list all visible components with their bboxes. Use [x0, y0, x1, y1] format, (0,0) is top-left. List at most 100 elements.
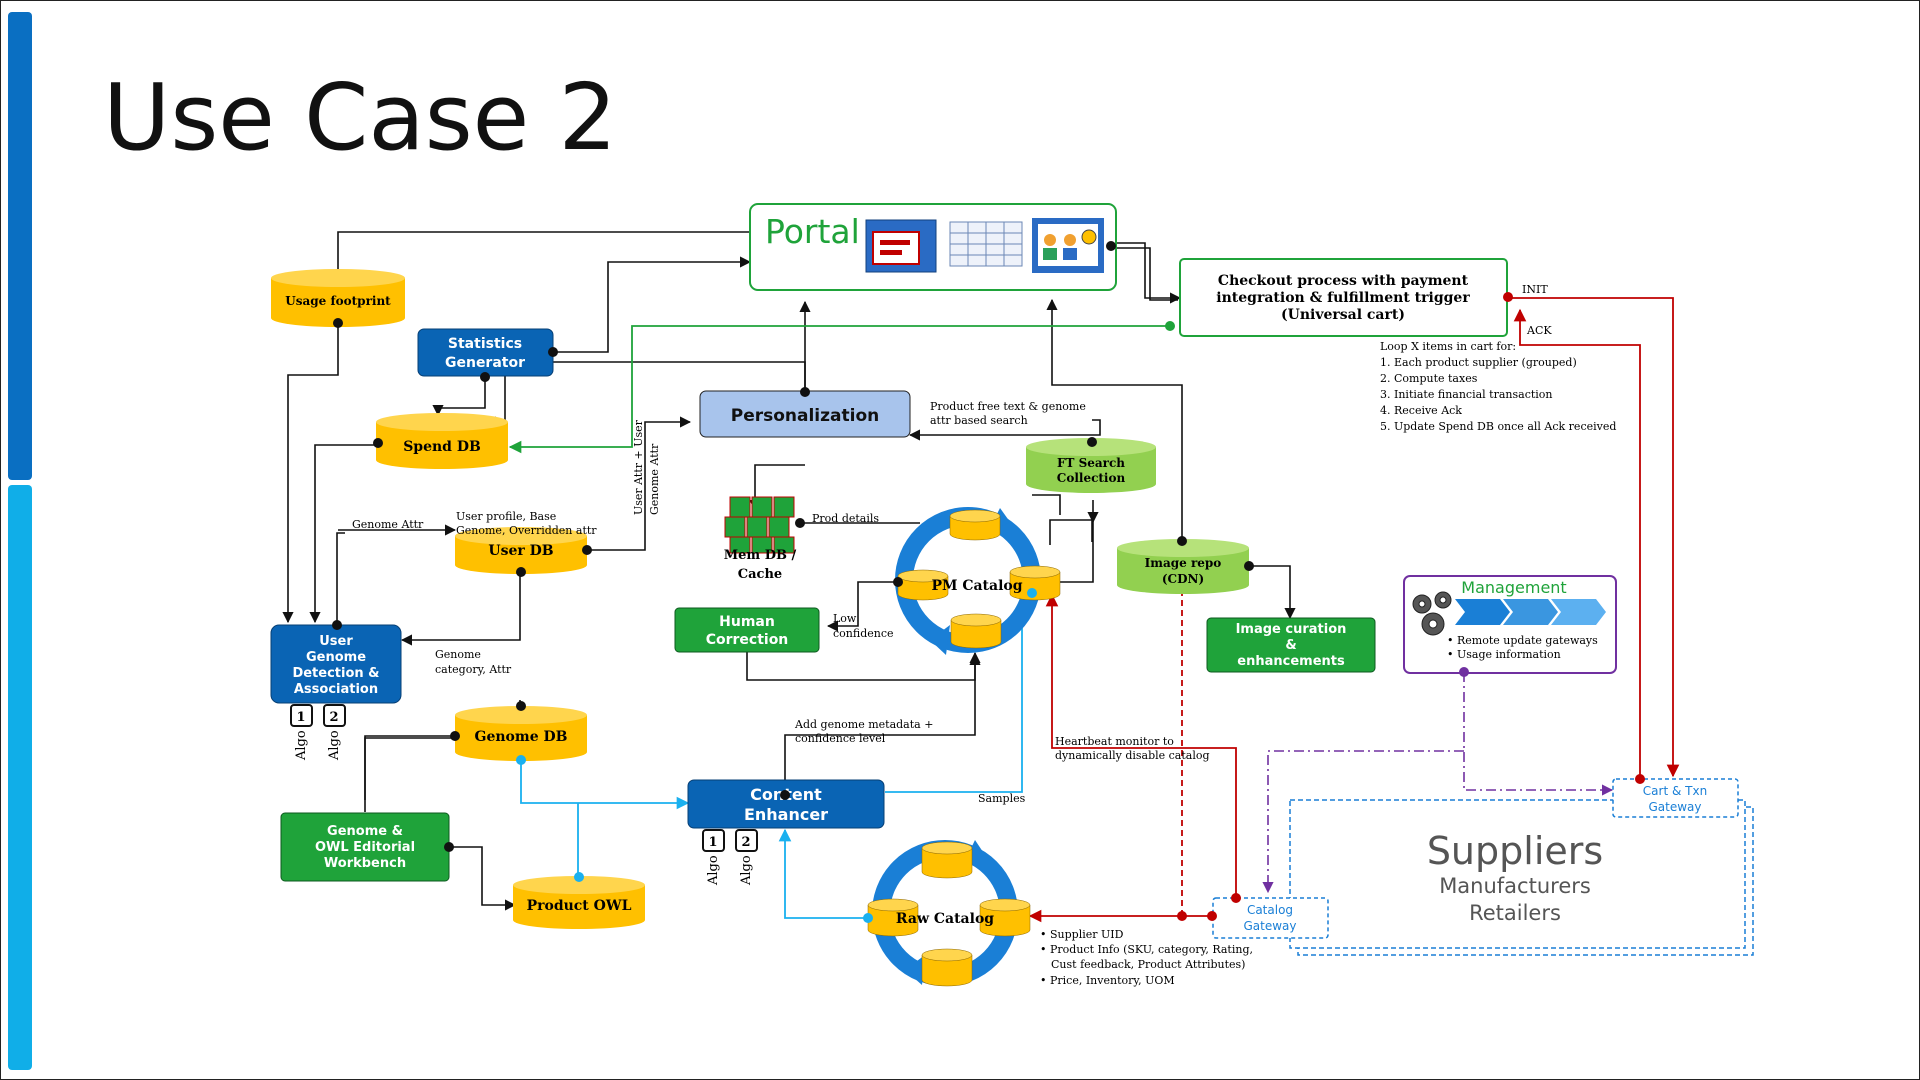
user-db-label: User DB: [488, 543, 553, 559]
portal-table-icon: [949, 221, 1023, 267]
catalog-gateway[interactable]: Catalog Gateway: [1177, 893, 1329, 939]
user-genome-label-3: Detection &: [292, 666, 379, 681]
svg-text:2. Compute taxes: 2. Compute taxes: [1380, 372, 1478, 385]
personalization-label: Personalization: [731, 406, 880, 426]
ft-search-collection-db[interactable]: FT Search Collection: [1026, 437, 1156, 493]
svg-text:Algo: Algo: [294, 730, 309, 761]
portal-browser-icon: [865, 219, 937, 273]
svg-text:1. Each product supplier (grou: 1. Each product supplier (grouped): [1380, 356, 1577, 369]
mem-db-label-1: Mem DB /: [724, 548, 797, 563]
cart-txn-gateway[interactable]: Cart & Txn Gateway: [1612, 774, 1739, 818]
content-enhancer-box[interactable]: Content Enhancer: [687, 779, 885, 829]
green-connector: [508, 325, 1170, 454]
product-owl-db[interactable]: Product OWL: [513, 872, 645, 929]
black-connectors: [282, 231, 1183, 911]
personalization-box[interactable]: Personalization: [699, 387, 911, 438]
user-attr-label-1: User Attr + User: [632, 419, 645, 515]
raw-catalog-notes: • Supplier UID • Product Info (SKU, cate…: [1040, 928, 1253, 987]
image-repo-db[interactable]: Image repo (CDN): [1117, 536, 1254, 594]
content-enhancer-label-2: Enhancer: [744, 805, 828, 824]
human-correction-box[interactable]: Human Correction: [674, 607, 820, 653]
usage-footprint-label: Usage footprint: [285, 294, 391, 308]
mem-db-label-2: Cache: [738, 567, 782, 582]
genome-attr-label: Genome Attr: [352, 518, 424, 531]
init-label: INIT: [1522, 283, 1548, 296]
svg-text:2: 2: [741, 835, 750, 850]
spend-db[interactable]: Spend DB: [373, 413, 508, 469]
cart-gateway-label-1: Cart & Txn: [1643, 784, 1707, 798]
user-db-note-1: User profile, Base: [456, 510, 556, 523]
product-search-note-1: Product free text & genome: [930, 400, 1086, 413]
statistics-generator-box[interactable]: Statistics Generator: [417, 328, 558, 382]
genome-owl-workbench-box[interactable]: Genome & OWL Editorial Workbench: [280, 812, 454, 882]
svg-text:• Supplier UID: • Supplier UID: [1040, 928, 1124, 941]
svg-text:Algo: Algo: [706, 855, 721, 886]
checkout-line2: integration & fulfillment trigger: [1216, 290, 1470, 306]
human-correction-label-1: Human: [719, 614, 775, 630]
spend-db-label: Spend DB: [403, 439, 481, 455]
svg-text:1: 1: [708, 835, 717, 850]
pm-catalog[interactable]: PM Catalog: [893, 507, 1061, 655]
suppliers-manufacturers: Manufacturers: [1439, 874, 1591, 898]
samples-label: Samples: [978, 792, 1026, 805]
genome-note-2: category, Attr: [435, 663, 512, 676]
svg-text:2: 2: [329, 710, 338, 725]
portal-label: Portal: [765, 212, 860, 251]
cart-gateway-label-2: Gateway: [1648, 800, 1701, 814]
management-box[interactable]: Management • Remote update gateways • Us…: [1403, 575, 1617, 677]
image-repo-label-2: (CDN): [1162, 572, 1204, 586]
statistics-label-2: Generator: [445, 355, 525, 371]
human-correction-label-2: Correction: [706, 632, 789, 648]
gears-icon: [1412, 591, 1452, 636]
prod-details-label: Prod details: [812, 512, 879, 525]
pm-catalog-label: PM Catalog: [931, 578, 1022, 594]
usage-footprint-db[interactable]: Usage footprint: [271, 269, 405, 328]
heartbeat-note-2: dynamically disable catalog: [1055, 749, 1210, 762]
product-search-note-2: attr based search: [930, 414, 1028, 427]
genome-owl-label-1: Genome &: [327, 824, 403, 839]
management-chevrons: [1455, 599, 1606, 625]
image-curation-label-2: &: [1285, 638, 1296, 653]
image-curation-box[interactable]: Image curation & enhancements: [1206, 617, 1376, 673]
svg-text:5. Update Spend DB once all Ac: 5. Update Spend DB once all Ack received: [1380, 420, 1616, 433]
ft-search-label-2: Collection: [1057, 471, 1126, 485]
genome-note-1: Genome: [435, 648, 481, 661]
statistics-label-1: Statistics: [448, 336, 522, 352]
user-genome-algo-icons: 1 2 Algo Algo: [290, 704, 346, 761]
management-title: Management: [1461, 578, 1566, 597]
image-repo-label-1: Image repo: [1145, 556, 1222, 570]
svg-text:• Product Info (SKU, category,: • Product Info (SKU, category, Rating,: [1040, 943, 1253, 956]
raw-catalog[interactable]: Raw Catalog: [863, 840, 1031, 987]
svg-text:Loop X items in cart for:: Loop X items in cart for:: [1380, 340, 1516, 353]
low-confidence-1: Low: [833, 612, 857, 625]
user-genome-detection-box[interactable]: User Genome Detection & Association: [270, 620, 402, 704]
genome-owl-label-3: Workbench: [324, 856, 406, 871]
ft-search-label-1: FT Search: [1057, 456, 1125, 470]
mem-db-cache-icon[interactable]: [724, 496, 805, 554]
user-db[interactable]: User DB: [455, 527, 592, 577]
green-dot: [1165, 321, 1175, 331]
svg-text:1: 1: [296, 710, 305, 725]
suppliers-title: Suppliers: [1427, 829, 1603, 873]
svg-text:3. Initiate financial transact: 3. Initiate financial transaction: [1380, 388, 1553, 401]
portal-users-icon: [1032, 218, 1104, 273]
genome-owl-label-2: OWL Editorial: [315, 840, 415, 855]
genome-db[interactable]: Genome DB: [450, 701, 587, 765]
suppliers-retailers: Retailers: [1469, 901, 1561, 925]
portal-box[interactable]: Portal: [749, 203, 1117, 291]
purple-connectors: [1262, 672, 1614, 894]
user-genome-label-1: User: [319, 634, 353, 649]
checkout-line3: (Universal cart): [1281, 307, 1405, 323]
add-genome-note-1: Add genome metadata +: [794, 718, 933, 731]
management-item-2: • Usage information: [1447, 648, 1561, 661]
ack-label: ACK: [1526, 324, 1552, 337]
checkout-box[interactable]: Checkout process with payment integratio…: [1179, 258, 1513, 337]
image-curation-label-1: Image curation: [1236, 622, 1347, 637]
raw-catalog-label: Raw Catalog: [896, 911, 994, 927]
svg-text:Algo: Algo: [327, 730, 342, 761]
cyan-connectors: [520, 585, 1023, 919]
suppliers-block[interactable]: Suppliers Manufacturers Retailers: [1289, 799, 1754, 956]
product-owl-label: Product OWL: [527, 898, 632, 914]
slide-title: Use Case 2: [103, 64, 618, 171]
